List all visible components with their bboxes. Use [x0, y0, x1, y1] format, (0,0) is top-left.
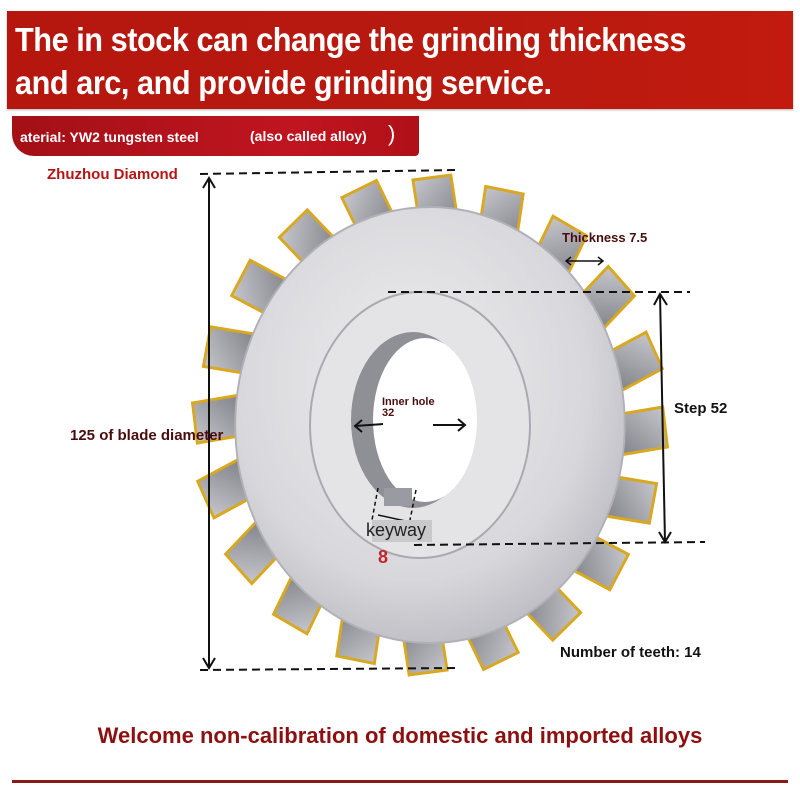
- footer-divider: [12, 780, 788, 783]
- keyway-label: keyway: [366, 520, 427, 540]
- diameter-label: 125 of blade diameter: [70, 427, 224, 444]
- material-paren: ): [388, 121, 396, 146]
- teeth-count-label: Number of teeth: 14: [560, 644, 701, 661]
- headline-banner: The in stock can change the grinding thi…: [7, 11, 793, 109]
- inner-hole-dimension: [353, 418, 467, 433]
- keyway-value: 8: [378, 547, 389, 567]
- inner-hole-label: Inner hole: [382, 396, 435, 408]
- thickness-dimension: [564, 256, 605, 266]
- inner-hole-value: 32: [382, 407, 395, 419]
- material-alias: (also called alloy): [250, 128, 367, 144]
- step-dimension: [388, 291, 706, 546]
- material-banner: aterial: YW2 tungsten steel (also called…: [12, 116, 419, 156]
- headline-line-1: The in stock can change the grinding thi…: [15, 21, 686, 58]
- headline-line-2: and arc, and provide grinding service.: [15, 64, 552, 101]
- material-text: aterial: YW2 tungsten steel: [20, 129, 199, 145]
- step-label: Step 52: [674, 400, 728, 417]
- thickness-label: Thickness 7.5: [562, 230, 648, 245]
- footer-tagline: Welcome non-calibration of domestic and …: [97, 723, 703, 748]
- brand-label: Zhuzhou Diamond: [47, 166, 178, 183]
- saw-blade: [190, 173, 670, 677]
- diameter-dimension: [199, 169, 459, 671]
